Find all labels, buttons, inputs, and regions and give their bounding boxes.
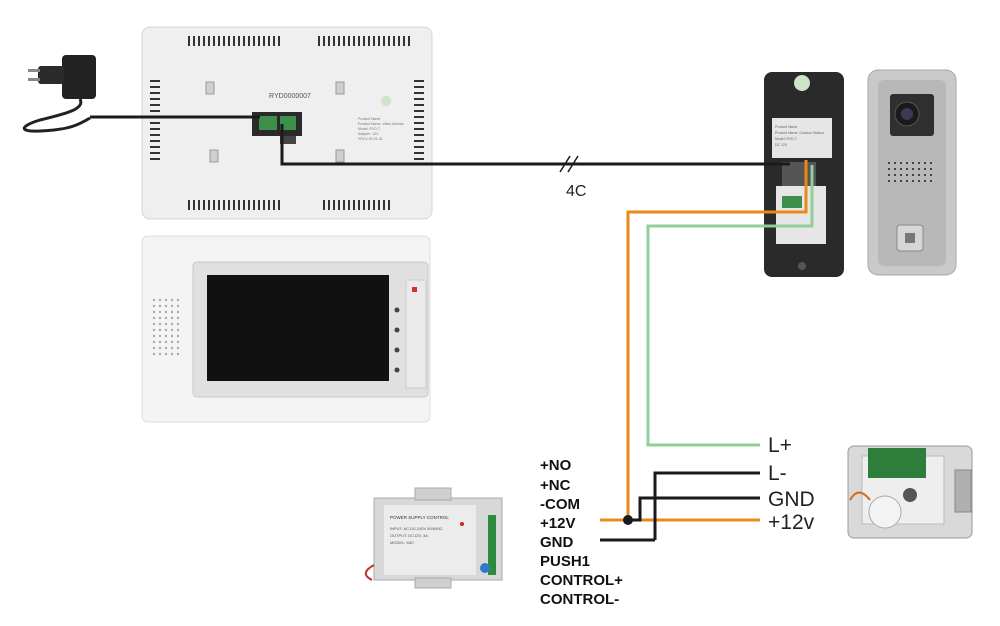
- doorbell-label-line: Product Name: [775, 125, 797, 129]
- cable-tick-mark: [559, 155, 579, 173]
- lock-terminal-label: L+: [768, 434, 792, 457]
- psu-spec: OUTPUT: DC12V, 3A: [390, 533, 428, 538]
- monitor-model-id: RYD0000007: [269, 93, 311, 100]
- wires: [90, 115, 814, 542]
- terminal-label: GND: [540, 534, 574, 551]
- lock-terminal-label: L-: [768, 462, 787, 485]
- psu-terminal-labels: +NO +NC -COM +12V GND PUSH1 CONTROL+ CON…: [540, 457, 623, 608]
- doorbell-label-line: DC 12V: [775, 143, 788, 147]
- terminal-label: CONTROL-: [540, 591, 619, 608]
- junction-dot: [623, 515, 633, 525]
- electric-lock: [847, 445, 973, 539]
- doorbell-label-line: Product Name: Outdoor Station: [775, 131, 824, 135]
- psu-spec: INPUT: AC110-240V 50/60HZ: [390, 526, 443, 531]
- terminal-label: PUSH1: [540, 553, 590, 570]
- wire-lminus: [653, 471, 760, 540]
- signal-cable-4c: [280, 124, 790, 166]
- monitor-back: RYD0000007 Product Name Product Name: Vi…: [141, 26, 433, 220]
- terminal-label: +NO: [540, 457, 572, 474]
- terminal-label: CONTROL+: [540, 572, 623, 589]
- terminal-label: -COM: [540, 496, 580, 513]
- terminal-label: +12V: [540, 515, 575, 532]
- cable-label: 4C: [566, 183, 586, 200]
- wire-12v: [626, 160, 808, 522]
- monitor-label-line: Model: RYD-7: [358, 127, 380, 131]
- monitor-front: [141, 235, 431, 423]
- lock-terminal-labels: L+ L- GND +12v: [768, 434, 815, 534]
- doorbell-label-line: Model: RYD-7: [775, 137, 797, 141]
- psu-spec: MODEL: K80: [390, 540, 414, 545]
- lock-terminal-label: GND: [768, 488, 815, 511]
- power-supply-box: POWER SUPPLY CONTROL INPUT: AC110-240V 5…: [364, 487, 503, 589]
- lock-terminal-label: +12v: [768, 511, 815, 534]
- power-adapter: [22, 55, 96, 133]
- wire-lplus: [646, 165, 814, 447]
- monitor-label-line: YRCV-00-01-01: [358, 137, 383, 141]
- monitor-label-line: Product Name: Video Monitor: [358, 122, 405, 126]
- terminal-label: +NC: [540, 477, 571, 494]
- doorbell-back: Product Name Product Name: Outdoor Stati…: [764, 72, 844, 277]
- monitor-label-line: Adapter: 12V: [358, 132, 379, 136]
- doorbell-front: [867, 69, 957, 276]
- psu-title: POWER SUPPLY CONTROL: [390, 515, 449, 520]
- monitor-label-line: Product Name: [358, 117, 380, 121]
- wire-gnd: [628, 496, 760, 522]
